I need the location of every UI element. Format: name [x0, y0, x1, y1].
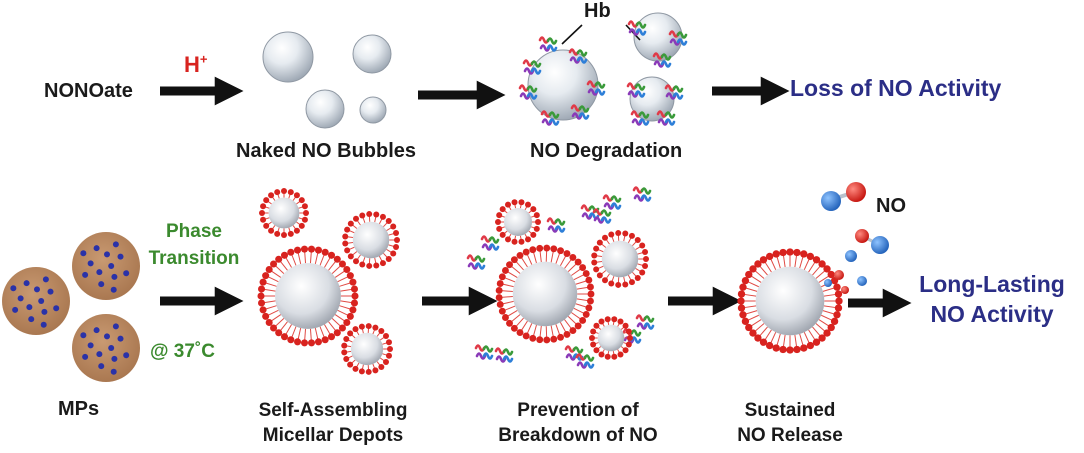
micelle-icon	[257, 245, 359, 347]
hemoglobin-icon	[626, 82, 646, 98]
hemoglobin-icon	[564, 345, 584, 361]
hemoglobin-icon	[494, 347, 514, 363]
micelle-icon	[342, 211, 400, 269]
phase-line: Phase	[166, 221, 222, 242]
micelle-icon	[591, 230, 649, 288]
prevention-label: Prevention of Breakdown of NO	[478, 398, 678, 448]
degradation-bubbles-group	[527, 12, 683, 122]
microparticle-icon	[72, 232, 140, 300]
naked-bubbles-label: Naked NO Bubbles	[236, 140, 417, 162]
sustained-line2: NO Release	[737, 425, 843, 446]
degradation-label: NO Degradation	[530, 140, 683, 162]
no-molecules-group	[821, 182, 889, 294]
bubble-icon	[305, 89, 345, 129]
micelle-icon	[495, 244, 595, 344]
mps-label: MPs	[58, 398, 100, 420]
micelle-icon	[495, 199, 541, 245]
hemoglobin-icon	[518, 84, 538, 100]
micelle-icon	[341, 323, 393, 375]
hemoglobin-icon	[664, 84, 684, 100]
microparticle-icon	[2, 267, 70, 335]
prevention-line1: Prevention of	[517, 400, 639, 421]
hemoglobin-icon	[586, 80, 606, 96]
hemoglobin-icon	[540, 110, 560, 126]
self-assembling-line1: Self-Assembling	[258, 400, 408, 421]
microparticle-icon	[72, 314, 140, 382]
micelle-icon	[737, 248, 843, 354]
bubble-icon	[262, 31, 314, 83]
hemoglobin-icon	[570, 104, 590, 120]
sustained-release-label: Sustained NO Release	[712, 398, 868, 448]
sustained-line1: Sustained	[744, 400, 836, 421]
hb-label: Hb	[584, 0, 611, 22]
long-lasting-line1: Long-Lasting	[919, 271, 1065, 297]
hemoglobin-icon	[538, 36, 558, 52]
hemoglobin-icon	[630, 110, 650, 126]
prevention-line2: Breakdown of NO	[498, 425, 658, 446]
hemoglobin-icon	[668, 30, 688, 46]
hemoglobin-icon	[652, 52, 672, 68]
no-molecule-icon	[821, 182, 866, 211]
phase-transition-label: Phase Transition	[130, 218, 258, 272]
h-plus-label: H+	[184, 52, 208, 78]
micelles-group	[257, 188, 843, 375]
hemoglobin-icon	[568, 48, 588, 64]
hb-pointer-line	[561, 24, 583, 45]
hemoglobin-icon	[580, 204, 600, 220]
hemoglobin-icon	[602, 194, 622, 210]
no-molecule-label: NO	[876, 195, 906, 217]
micelle-icon	[259, 188, 309, 238]
naked-bubbles-group	[262, 31, 392, 129]
long-lasting-label: Long-Lasting NO Activity	[904, 269, 1080, 329]
hemoglobin-icon	[546, 217, 566, 233]
hemoglobin-icon	[656, 110, 676, 126]
hemoglobin-icon	[635, 314, 655, 330]
hemoglobin-icon	[627, 20, 647, 36]
hemoglobin-icon	[575, 353, 595, 369]
self-assembling-label: Self-Assembling Micellar Depots	[238, 398, 428, 448]
no-molecule-icon	[855, 229, 889, 254]
hemoglobin-icon	[632, 186, 652, 202]
self-assembling-line2: Micellar Depots	[262, 425, 404, 446]
hemoglobin-icon	[480, 235, 500, 251]
microparticles-group	[2, 232, 140, 382]
bubble-icon	[359, 96, 387, 124]
hemoglobin-icon	[592, 208, 612, 224]
no-molecule-icon	[824, 250, 867, 294]
hemoglobin-icon	[466, 254, 486, 270]
bubble-icon	[352, 34, 392, 74]
hemoglobin-icon	[474, 344, 494, 360]
micelle-icon	[589, 316, 633, 360]
bubble-icon	[527, 49, 599, 121]
hemoglobin-cluster	[466, 20, 688, 369]
long-lasting-line2: NO Activity	[930, 301, 1054, 327]
transition-line: Transition	[148, 248, 240, 269]
loss-of-activity-label: Loss of NO Activity	[790, 75, 1002, 101]
temperature-label: @ 37˚C	[150, 341, 215, 362]
hemoglobin-icon	[522, 59, 542, 75]
nonoate-label: NONOate	[44, 80, 133, 102]
